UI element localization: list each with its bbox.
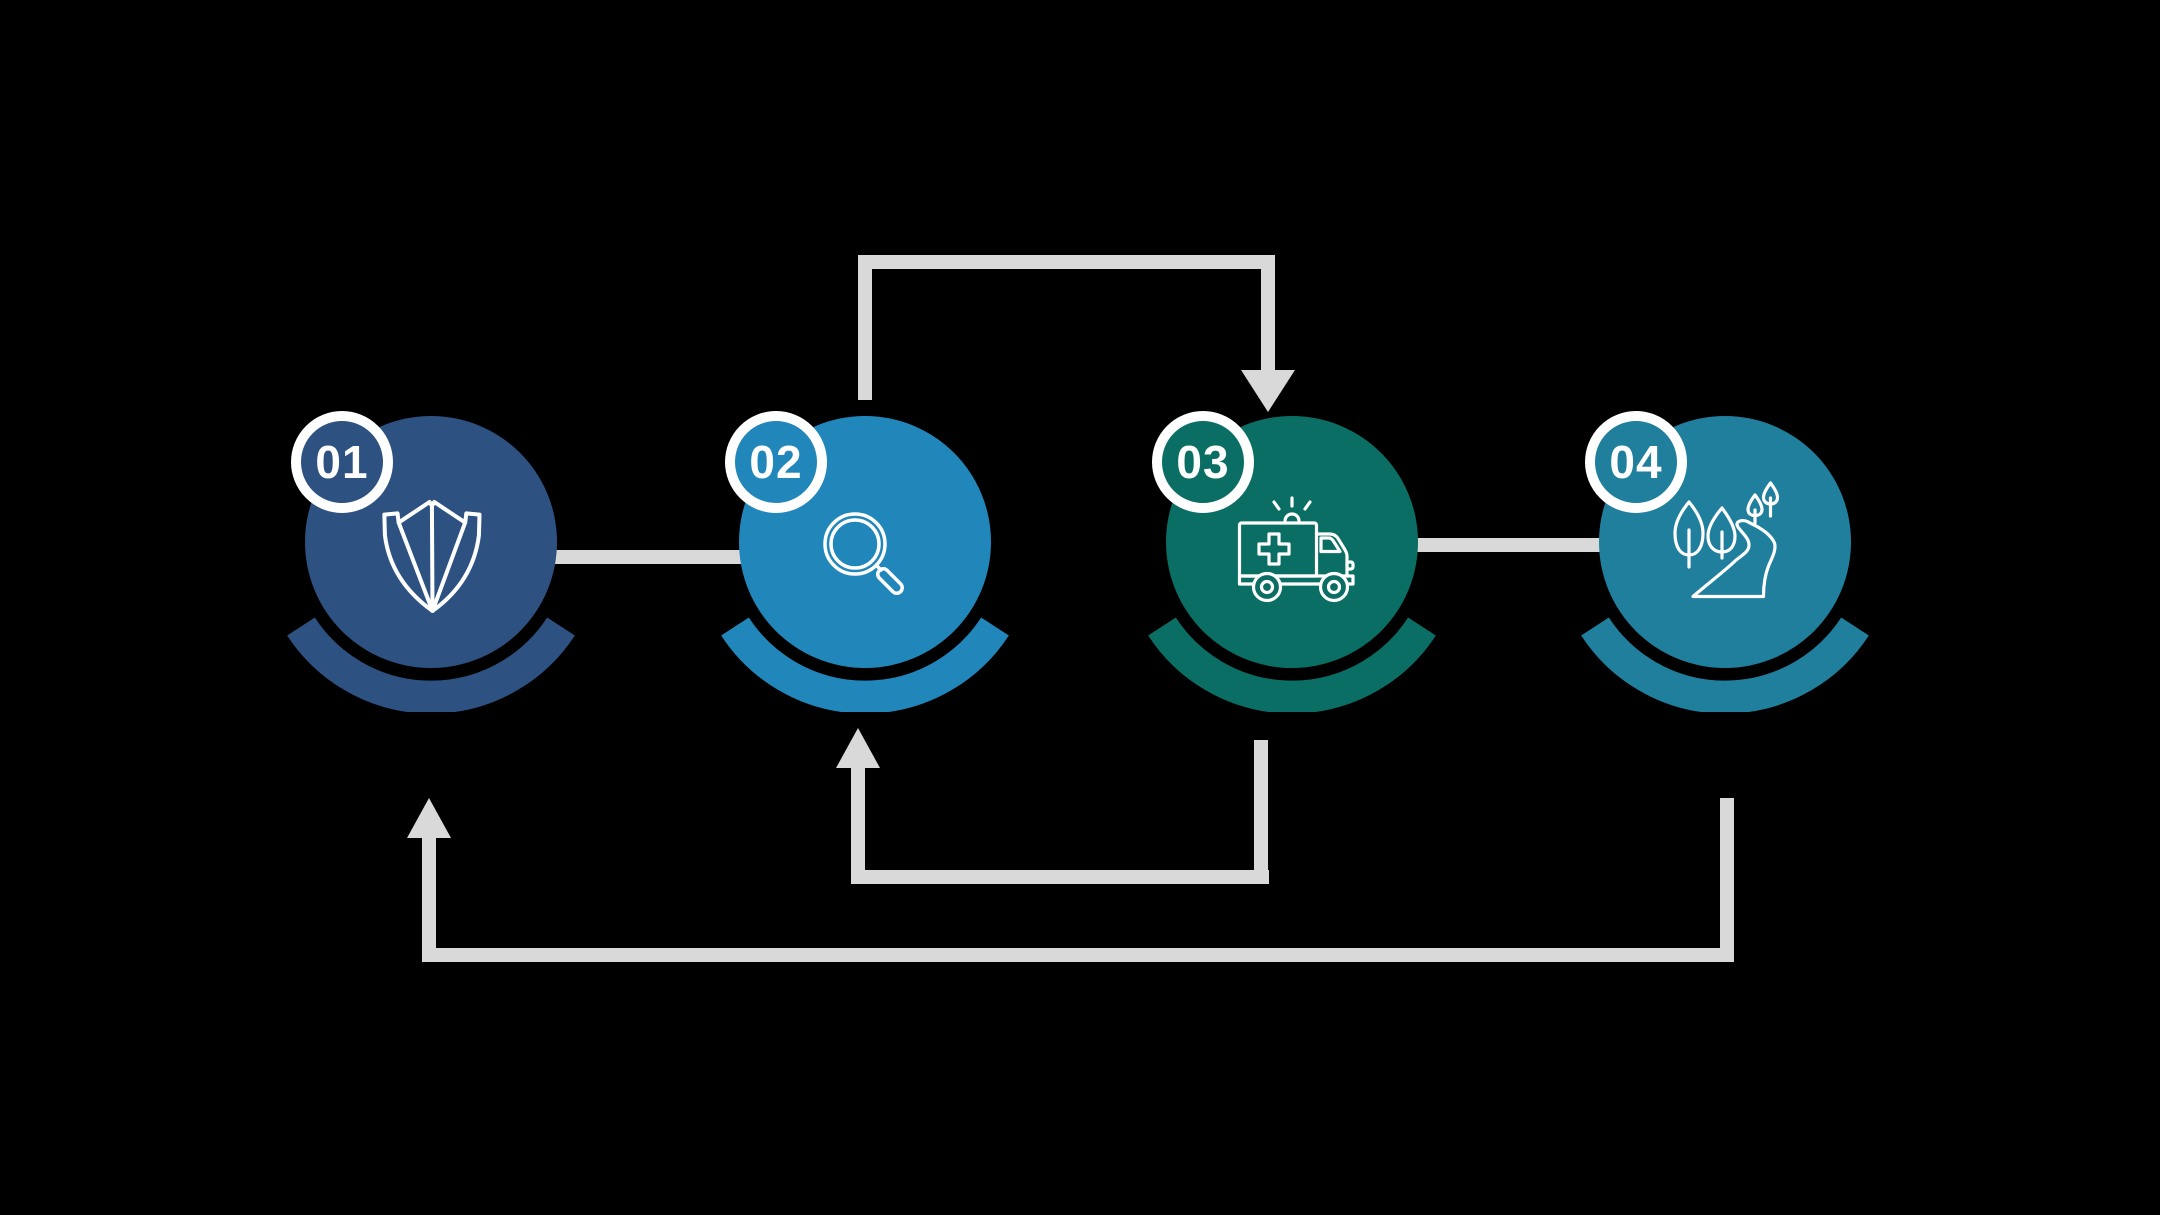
step-04-badge: 04 — [1585, 411, 1687, 513]
arrow-04-01-start-segment — [1720, 798, 1734, 962]
arrow-04-01-bottom-segment — [422, 948, 1734, 962]
arrow-03-02-head — [836, 728, 880, 768]
step-04: 04 — [1555, 372, 1895, 712]
arrow-02-03-start-segment — [858, 255, 872, 400]
arrow-04-01-end-segment — [422, 835, 436, 962]
ambulance-icon — [1237, 496, 1355, 603]
step-03-arc — [1148, 617, 1436, 712]
arrow-03-02-start-segment — [1254, 740, 1268, 884]
connector-01-02 — [552, 550, 744, 564]
arrow-04-01-head — [407, 798, 451, 838]
step-02-arc — [721, 617, 1009, 712]
step-03-badge: 03 — [1152, 411, 1254, 513]
step-04-number: 04 — [1609, 436, 1663, 488]
shield-castle-icon — [382, 499, 482, 613]
step-03-number: 03 — [1176, 436, 1230, 488]
step-01-arc — [287, 617, 575, 712]
step-02-number: 02 — [749, 436, 803, 488]
arrow-02-03-top-segment — [858, 255, 1275, 269]
arrow-03-02-end-segment — [851, 765, 865, 884]
step-02: 02 — [695, 372, 1035, 712]
magnifying-glass-icon — [823, 512, 904, 595]
step-04-arc — [1581, 617, 1869, 712]
step-03: 03 — [1122, 372, 1462, 712]
trees-path-icon — [1673, 481, 1780, 599]
step-02-badge: 02 — [725, 411, 827, 513]
step-01-badge: 01 — [291, 411, 393, 513]
step-01: 01 — [261, 372, 601, 712]
arrow-03-02-bottom-segment — [851, 870, 1269, 884]
connector-03-04 — [1413, 538, 1605, 552]
arrow-02-03-end-segment — [1261, 255, 1275, 372]
arrow-02-03-head — [1241, 370, 1295, 412]
step-01-number: 01 — [315, 436, 369, 488]
